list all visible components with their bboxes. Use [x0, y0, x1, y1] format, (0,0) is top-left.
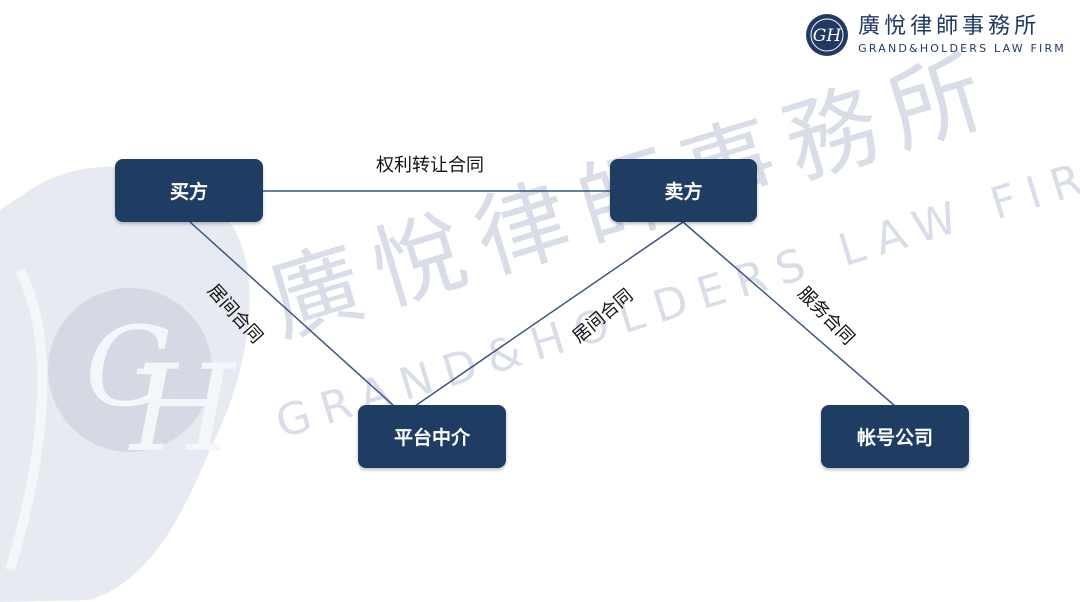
watermark-seal-icon: G H	[0, 166, 250, 602]
firm-logo: GH 廣悅律師事務所 GRAND&HOLDERS LAW FIRM	[804, 12, 1066, 58]
edge-seller-platform	[414, 221, 684, 407]
firm-name-cn: 廣悅律師事務所	[858, 14, 1041, 39]
firm-name-block: 廣悅律師事務所 GRAND&HOLDERS LAW FIRM	[858, 14, 1066, 56]
edge-label-buyer-seller: 权利转让合同	[376, 155, 484, 176]
edge-seller-account	[682, 221, 896, 407]
node-platform: 平台中介	[358, 405, 506, 468]
node-buyer: 买方	[115, 159, 263, 222]
node-account-company: 帐号公司	[821, 405, 969, 468]
firm-monogram-icon: GH	[806, 14, 849, 56]
node-seller: 卖方	[610, 159, 757, 222]
edge-buyer-platform	[189, 221, 395, 407]
svg-text:G: G	[85, 303, 173, 431]
monogram-text: GH	[813, 26, 843, 46]
firm-name-en: GRAND&HOLDERS LAW FIRM	[858, 42, 1066, 55]
svg-text:H: H	[128, 340, 237, 479]
